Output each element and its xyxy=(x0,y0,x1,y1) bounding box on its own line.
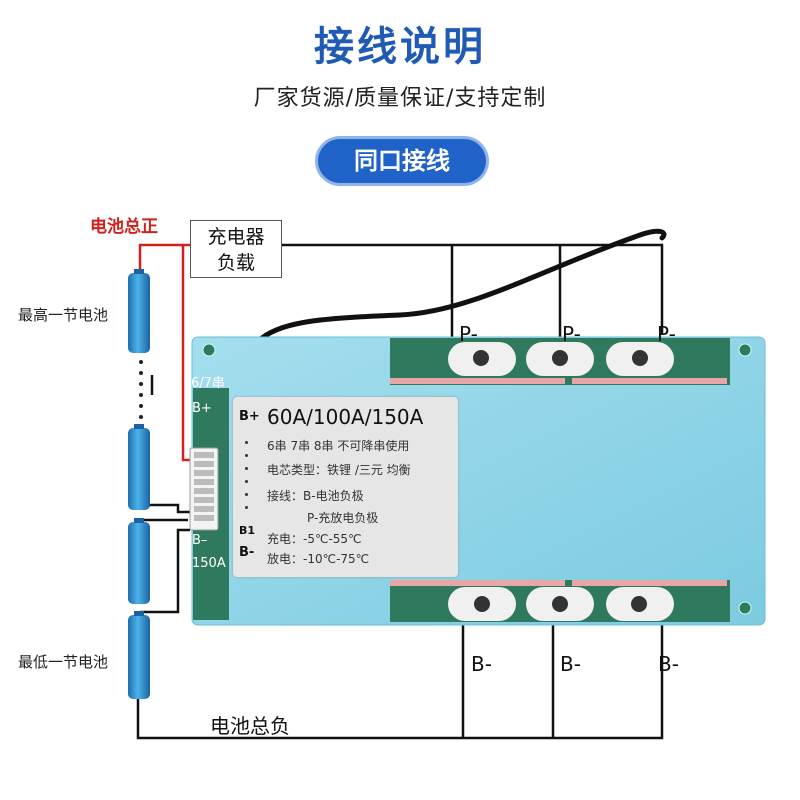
p-terminal-label-3: P- xyxy=(657,322,676,346)
battery-cell-lower xyxy=(128,522,150,604)
bms-spec-label: B+ 60A/100A/150A 6串 7串 8串 不可降串使用 电芯类型：铁锂… xyxy=(233,397,458,577)
current-rating: 60A/100A/150A xyxy=(267,405,424,429)
series-code-silkscreen: 6/7串 xyxy=(191,376,225,391)
battery-cell-bottom xyxy=(128,615,150,699)
b-terminal-label-3: B- xyxy=(658,652,679,676)
p-terminals xyxy=(448,342,674,376)
pcb-b-minus-silkscreen: B– xyxy=(192,533,208,548)
battery-cell-upper xyxy=(128,428,150,510)
battery-cell-top xyxy=(128,273,150,353)
p-terminal-label-2: P- xyxy=(562,322,581,346)
positive-wire xyxy=(138,243,192,462)
cell-type-line: 电芯类型：铁锂 /三元 均衡 xyxy=(267,463,411,477)
current-code-silkscreen: 150A xyxy=(192,556,226,571)
b-terminal-label-1: B- xyxy=(471,652,492,676)
charge-temp-line: 充电：-5℃-55℃ xyxy=(267,532,362,546)
page-title: 接线说明 xyxy=(314,24,486,70)
p-terminal-label-1: P- xyxy=(459,322,478,346)
wiring-p-line: P-充放电负极 xyxy=(307,511,379,525)
pcb-b-plus-silkscreen: B+ xyxy=(192,401,212,416)
temperature-probe-cable xyxy=(259,228,667,341)
highest-cell-label: 最高一节电池 xyxy=(18,306,109,324)
card-b-minus-mark: B- xyxy=(239,545,255,560)
card-b1-mark: B1 xyxy=(239,524,256,537)
series-dots xyxy=(139,360,143,419)
page-subtitle: 厂家货源/质量保证/支持定制 xyxy=(253,86,547,111)
battery-cells xyxy=(128,269,150,699)
card-b-plus-mark: B+ xyxy=(239,409,260,424)
charger-label: 充电器 xyxy=(207,226,265,248)
charger-load-box: 充电器 负载 xyxy=(190,220,282,278)
b-terminal-label-2: B- xyxy=(560,652,581,676)
battery-total-positive-label: 电池总正 xyxy=(90,217,158,237)
lowest-cell-label: 最低一节电池 xyxy=(18,653,109,671)
wiring-b-line: 接线：B-电池负极 xyxy=(267,489,364,503)
same-port-wiring-badge: 同口接线 xyxy=(318,139,486,183)
series-line: 6串 7串 8串 不可降串使用 xyxy=(267,439,410,453)
negative-wires xyxy=(136,243,664,740)
b-terminals xyxy=(448,587,674,621)
discharge-temp-line: 放电：-10℃-75℃ xyxy=(267,552,370,566)
load-label: 负载 xyxy=(216,252,255,274)
battery-total-negative-label: 电池总负 xyxy=(210,714,290,738)
